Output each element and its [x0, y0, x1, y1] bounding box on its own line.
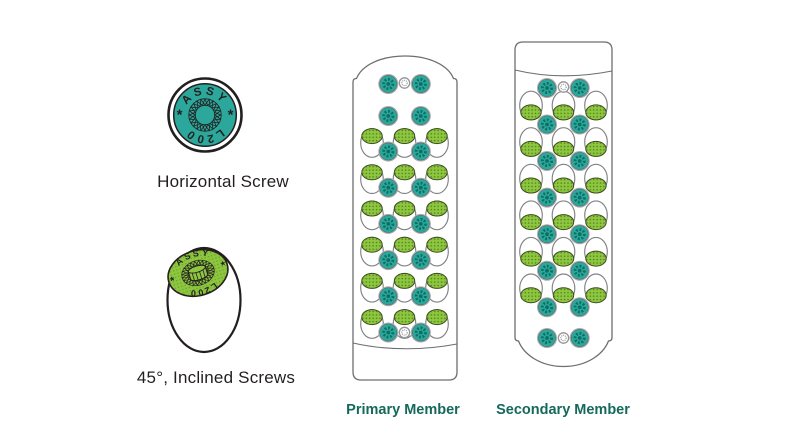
horizontal-screw [409, 284, 433, 308]
horizontal-screw [535, 295, 559, 319]
horizontal-screw [409, 72, 433, 96]
horizontal-screw [568, 326, 592, 350]
inclined-screw [519, 127, 543, 157]
horizontal-screw [568, 222, 592, 246]
inclined-screw [519, 90, 543, 121]
horizontal-screw [568, 259, 592, 283]
horizontal-screw [376, 321, 400, 344]
stamp-star-left: * [169, 275, 177, 288]
horizontal-screw [376, 248, 400, 272]
inclined-screw [551, 236, 576, 267]
pilot-hole [557, 81, 570, 93]
horizontal-screw [535, 326, 559, 350]
pilot-hole [398, 77, 411, 89]
horizontal-screw [409, 321, 433, 344]
horizontal-screw [376, 212, 400, 236]
inclined-screw [584, 163, 608, 194]
inclined-screw [551, 90, 576, 121]
horizontal-screw [409, 248, 433, 272]
horizontal-screw [568, 295, 592, 319]
horizontal-screw [376, 284, 400, 308]
pilot-hole [557, 332, 570, 344]
inclined-screw [519, 273, 543, 304]
horizontal-screw [376, 176, 400, 200]
horizontal-screw [409, 176, 433, 200]
legend-label-inclined-screws: 45°, Inclined Screws [136, 368, 296, 387]
horizontal-screw [376, 72, 400, 96]
inclined-screw [584, 236, 608, 267]
socket-recess [187, 264, 208, 281]
horizontal-screw [535, 149, 559, 173]
horizontal-screw [535, 113, 559, 136]
stamp-star-left: * [177, 107, 183, 124]
horizontal-screw [535, 186, 559, 210]
horizontal-screw [409, 140, 433, 163]
legend-horizontal-screw-head: ASSY L200 * * [167, 77, 243, 153]
horizontal-screw [535, 259, 559, 283]
inclined-screw [519, 200, 543, 231]
inclined-screw [584, 273, 608, 304]
secondary-member-joint-line [514, 69, 613, 77]
screw-face [172, 82, 238, 148]
horizontal-screw [568, 76, 592, 100]
inclined-screw [584, 200, 608, 231]
inclined-screw [551, 273, 576, 304]
horizontal-screw [376, 104, 400, 128]
primary-member-joint-line [352, 342, 458, 350]
inclined-screw [584, 90, 608, 121]
inclined-screw [519, 236, 543, 267]
secondary-member [514, 41, 613, 368]
stamp-star-right: * [220, 259, 228, 272]
horizontal-screw [376, 140, 400, 163]
inclined-screw [551, 127, 576, 157]
horizontal-screw [535, 222, 559, 246]
inclined-screw [584, 127, 608, 157]
pilot-hole [398, 326, 411, 339]
secondary-member-label: Secondary Member [496, 402, 630, 418]
horizontal-screw [568, 149, 592, 173]
horizontal-screw [535, 76, 559, 100]
horizontal-screw [409, 212, 433, 236]
inclined-screw [551, 163, 576, 194]
stamp-star-right: * [228, 107, 234, 124]
legend-inclined-screw-head: ASSY L200 * * [166, 244, 242, 354]
legend-label-horizontal-screw: Horizontal Screw [157, 172, 289, 191]
horizontal-screw [409, 104, 433, 128]
inclined-screw [551, 200, 576, 231]
horizontal-screw [568, 186, 592, 210]
primary-member [352, 55, 458, 381]
primary-member-label: Primary Member [346, 402, 460, 418]
inclined-screw [519, 163, 543, 194]
horizontal-screw [568, 113, 592, 136]
